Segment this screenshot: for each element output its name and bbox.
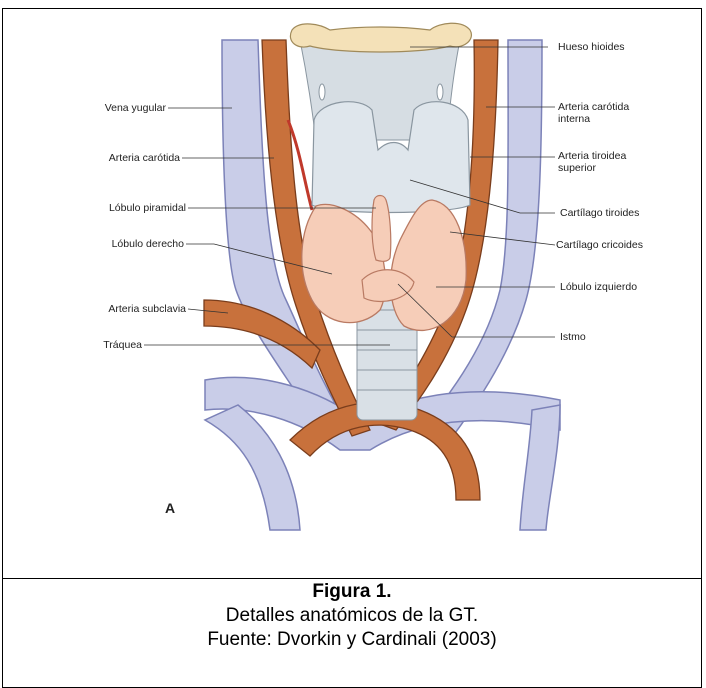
caption-title: Figura 1. <box>2 580 702 604</box>
label-arteria-carotida: Arteria carótida <box>109 152 180 164</box>
subclavian-vein-right <box>205 405 300 530</box>
panel-letter: A <box>165 500 175 516</box>
label-lobulo-izquierdo: Lóbulo izquierdo <box>560 281 637 293</box>
label-arteria-tiroidea-superior-line1: Arteria tiroidea <box>558 150 626 162</box>
label-cartilago-tiroides: Cartílago tiroides <box>560 207 639 219</box>
label-arteria-tiroidea-superior-line2: superior <box>558 162 626 174</box>
pyramidal-lobe <box>372 196 391 262</box>
label-arteria-subclavia: Arteria subclavia <box>108 303 186 315</box>
label-arteria-carotida-interna-line2: interna <box>558 113 629 125</box>
label-hueso-hioides: Hueso hioides <box>558 41 625 53</box>
label-traquea: Tráquea <box>103 339 142 351</box>
figure-caption: Figura 1. Detalles anatómicos de la GT. … <box>2 580 702 652</box>
caption-line1: Detalles anatómicos de la GT. <box>2 604 702 628</box>
caption-line2: Fuente: Dvorkin y Cardinali (2003) <box>2 628 702 652</box>
label-istmo: Istmo <box>560 331 586 343</box>
label-cartilago-cricoides: Cartílago cricoides <box>556 239 643 251</box>
left-lobe <box>391 200 467 330</box>
label-arteria-carotida-interna: Arteria carótida interna <box>558 101 629 125</box>
hyoid-bone <box>290 23 471 52</box>
label-lobulo-piramidal: Lóbulo piramidal <box>109 202 186 214</box>
label-arteria-tiroidea-superior: Arteria tiroidea superior <box>558 150 626 174</box>
label-arteria-carotida-interna-line1: Arteria carótida <box>558 101 629 113</box>
thyroid-cartilage <box>300 40 470 213</box>
label-vena-yugular: Vena yugular <box>105 102 166 114</box>
label-lobulo-derecho: Lóbulo derecho <box>112 238 184 250</box>
